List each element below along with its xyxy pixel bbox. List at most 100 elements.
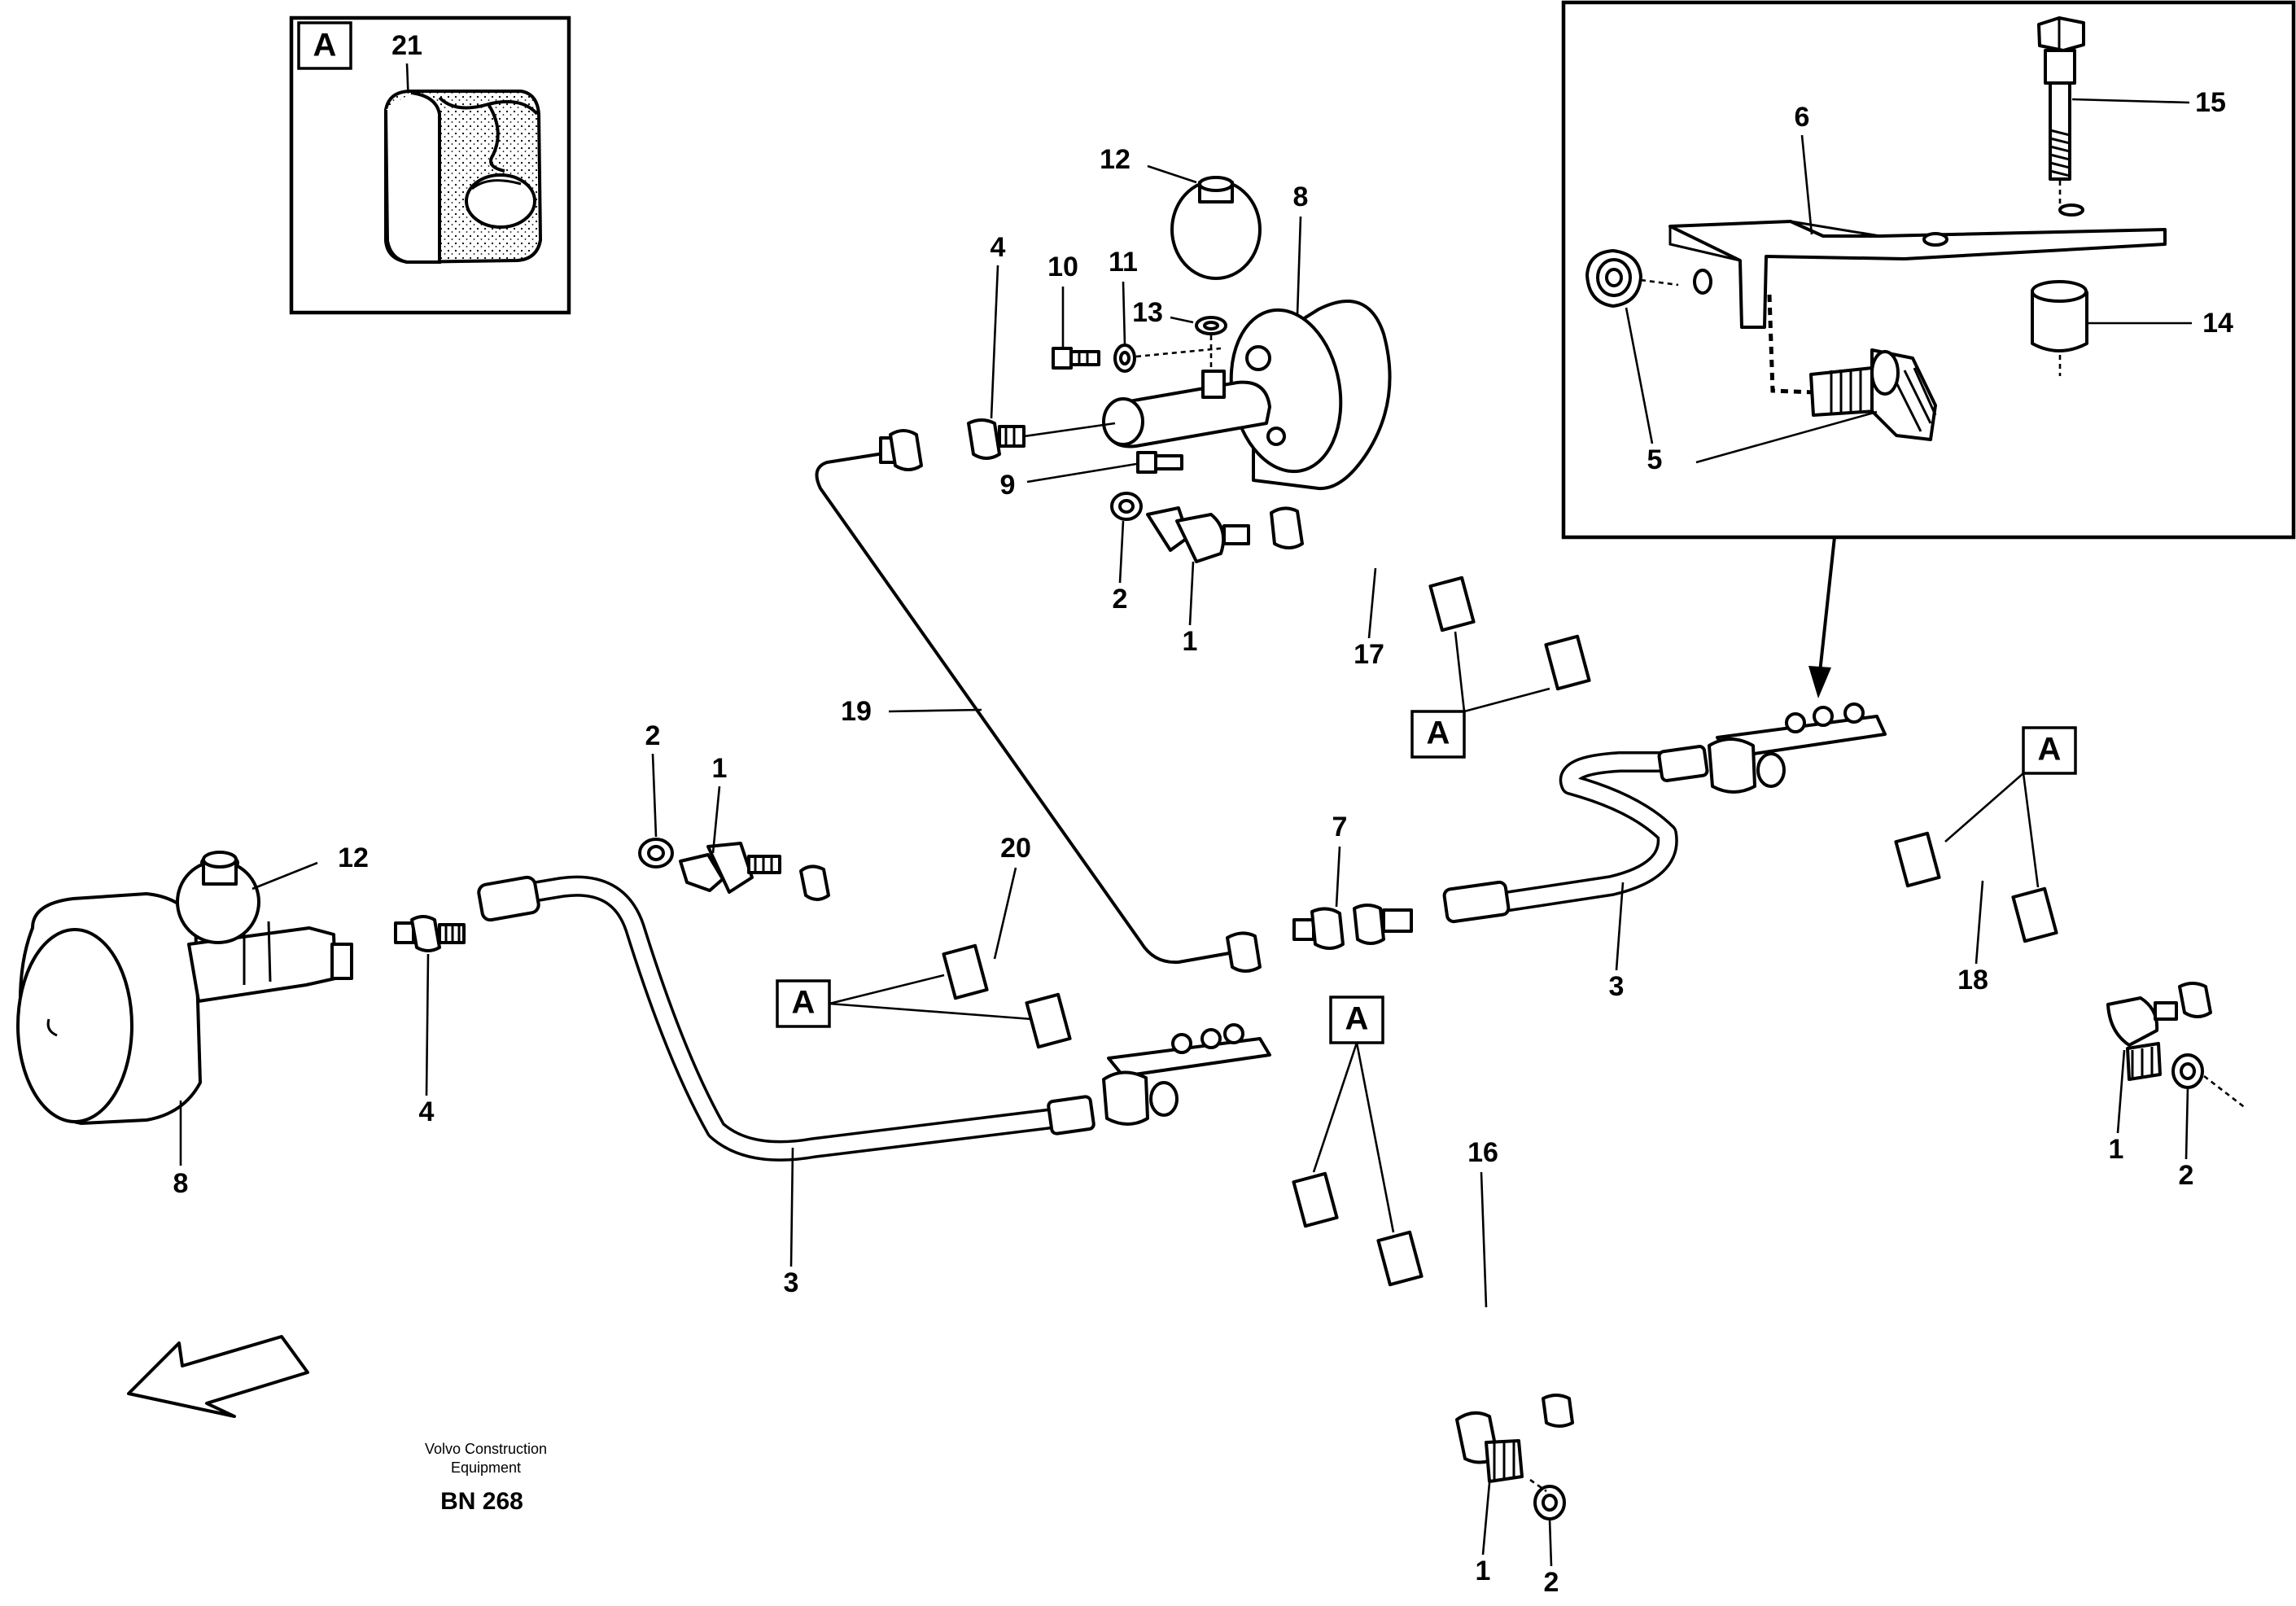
dashed-line	[1767, 294, 1816, 395]
washer-2-upper	[1110, 492, 1143, 521]
callout-12-upper: 12	[1100, 144, 1131, 175]
leader-4-upper	[990, 265, 999, 419]
leader-12-left	[251, 861, 318, 891]
washer-13	[1195, 316, 1227, 370]
leader-13	[1170, 316, 1194, 324]
washer-2-mid	[638, 838, 674, 869]
detail-bracket-box: 15 6 14 5	[1561, 0, 2296, 540]
junction-right	[1708, 702, 1887, 794]
elbow-1-right	[2106, 982, 2212, 1081]
callout-17: 17	[1354, 639, 1384, 670]
pipe-17	[1290, 504, 2279, 1005]
group-marker-left: A	[776, 974, 1033, 1028]
callout-1-upper: 1	[1183, 626, 1198, 657]
leader-3-right	[1615, 882, 1625, 971]
direction-arrow-icon	[127, 1335, 309, 1418]
leader-20	[993, 867, 1017, 960]
leader-17	[1367, 567, 1377, 639]
upper-brake-cylinder	[1102, 300, 1392, 491]
elbow-1-upper	[1146, 506, 1304, 563]
callout-11: 11	[1109, 247, 1138, 278]
elbow-1-mid	[679, 842, 781, 894]
callout-8-left: 8	[173, 1168, 189, 1199]
callout-20: 20	[1000, 833, 1031, 864]
callout-3-right: 3	[1609, 971, 1625, 1002]
leader-2-right	[2184, 1087, 2189, 1160]
nut-icon	[1585, 249, 1679, 308]
clamp-block-icon	[384, 90, 543, 265]
leader-2-mid	[651, 753, 658, 838]
drawing-code: BN 268	[440, 1488, 523, 1515]
callout-15: 15	[2195, 87, 2226, 118]
bracket-icon	[1668, 203, 2167, 329]
callout-3-left: 3	[784, 1267, 799, 1298]
bolt-9	[1136, 451, 1183, 474]
callout-18: 18	[1957, 965, 1988, 996]
callout-2-mid: 2	[645, 720, 661, 751]
pipe-nut-bottom	[1542, 1394, 1574, 1428]
nipple-4-upper	[879, 418, 1116, 471]
callout-12-left: 12	[338, 842, 369, 873]
bolt-10	[1052, 347, 1100, 370]
leader-1-right	[2116, 1049, 2126, 1134]
upper-reservoir-12	[1170, 176, 1262, 280]
leader-19	[888, 708, 982, 713]
pipe-19	[814, 450, 1236, 965]
callout-1-right: 1	[2109, 1134, 2124, 1165]
junction-left	[1102, 1023, 1271, 1126]
callout-2-bottom: 2	[1544, 1567, 1559, 1598]
detail-bracket-frame	[1561, 0, 2296, 540]
callout-6: 6	[1795, 102, 1810, 133]
union-7	[1226, 904, 1413, 973]
leader-2-upper	[1118, 520, 1125, 584]
leader-7	[1335, 846, 1341, 908]
brand-line-2: Equipment	[451, 1459, 521, 1476]
bolt-icon	[2037, 16, 2085, 203]
detail-pointer-arrow	[1808, 536, 1836, 698]
pipe-16-20	[811, 871, 1644, 1412]
leader-6	[1800, 134, 1813, 235]
washer-2-bottom	[1529, 1478, 1566, 1521]
fitting-icon	[1809, 348, 1937, 441]
callout-10: 10	[1047, 252, 1078, 282]
callout-2-upper: 2	[1113, 584, 1128, 615]
leader-1-mid	[711, 785, 721, 854]
pipe-clips	[942, 575, 2058, 1287]
detail-a-tag: A	[313, 28, 337, 63]
washer-2-right	[2171, 1053, 2247, 1110]
leader-8-upper	[1296, 216, 1302, 317]
washer-11	[1113, 344, 1222, 373]
callout-14: 14	[2202, 308, 2233, 339]
callout-13: 13	[1132, 297, 1163, 328]
brand-line-1: Volvo Construction	[425, 1441, 547, 1457]
spacer-icon	[2031, 280, 2088, 376]
pipe-nut-mid	[799, 864, 830, 901]
leader-16	[1480, 1171, 1488, 1308]
nipple-4-left	[394, 915, 466, 952]
leader-1-upper	[1188, 561, 1195, 626]
callout-1-bottom: 1	[1476, 1556, 1491, 1586]
leader-11	[1122, 281, 1126, 346]
elbow-1-bottom	[1455, 1411, 1524, 1483]
detail-a-tag-box	[297, 21, 352, 70]
callout-9: 9	[1000, 470, 1016, 501]
leader-18	[1975, 880, 1984, 965]
group-marker-upper: A	[1410, 631, 1550, 759]
callout-5a: 5	[1647, 444, 1663, 475]
marker-a-upper: A	[1427, 715, 1450, 751]
callout-1-mid: 1	[712, 753, 728, 784]
leader-5b	[1695, 410, 1878, 464]
callout-16: 16	[1467, 1137, 1498, 1168]
leader-15	[2071, 98, 2190, 104]
leader-12-upper	[1147, 164, 1197, 184]
group-marker-right: A	[1944, 726, 2077, 888]
hose-3-left	[502, 875, 1077, 1162]
callout-2-right: 2	[2179, 1160, 2194, 1191]
callout-7: 7	[1332, 812, 1348, 842]
detail-a-box: A 21	[289, 15, 571, 315]
leader-3-left	[789, 1147, 794, 1267]
leader-2-bottom	[1548, 1518, 1553, 1567]
callout-21: 21	[391, 30, 422, 61]
callout-4-upper: 4	[991, 232, 1006, 263]
